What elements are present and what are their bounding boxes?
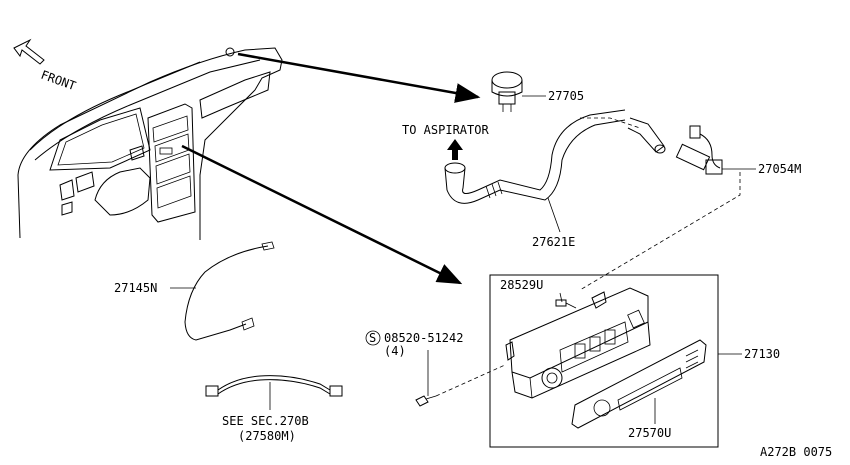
cable-drawing: [184, 241, 275, 341]
hose-drawing: [444, 109, 666, 204]
sensor-part-number: 27705: [548, 89, 584, 103]
aspirator-note: TO ASPIRATOR: [402, 123, 489, 137]
bolt-quantity: (4): [384, 344, 406, 358]
finisher-part-number: 27570U: [628, 426, 671, 440]
bolt-part-number: 08520-51242: [384, 331, 463, 345]
harness-note: SEE SEC.270B: [222, 414, 309, 428]
cable-part-number: 27145N: [114, 281, 157, 295]
harness-drawing: [205, 375, 343, 397]
sensor-drawing: [491, 71, 523, 112]
harness-reference: (27580M): [238, 429, 296, 443]
connector-drawing: [675, 125, 723, 175]
front-label: FRONT: [39, 68, 78, 94]
drawing-code: A272B 0075: [760, 445, 832, 459]
leader-to-sensor: [237, 52, 481, 103]
screw-drawing: [555, 299, 577, 309]
bolt-symbol-circle: [365, 330, 381, 346]
control-unit-part-number: 27130: [744, 347, 780, 361]
bolt-drawing: [415, 395, 437, 407]
control-unit-box: [489, 274, 719, 448]
screw-part-number: 28529U: [500, 278, 543, 292]
up-arrow-icon: [447, 139, 463, 160]
bolt-dashed-leader: [435, 364, 506, 397]
hose-part-number: 27621E: [532, 235, 575, 249]
leader-to-control-unit: [181, 144, 463, 285]
control-unit-drawing: [505, 287, 651, 399]
finisher-drawing: [571, 339, 707, 429]
bolt-symbol: S: [369, 331, 376, 345]
connector-part-number: 27054M: [758, 162, 801, 176]
connector-dashed-leader: [579, 172, 741, 291]
front-arrow-icon: [13, 38, 45, 65]
